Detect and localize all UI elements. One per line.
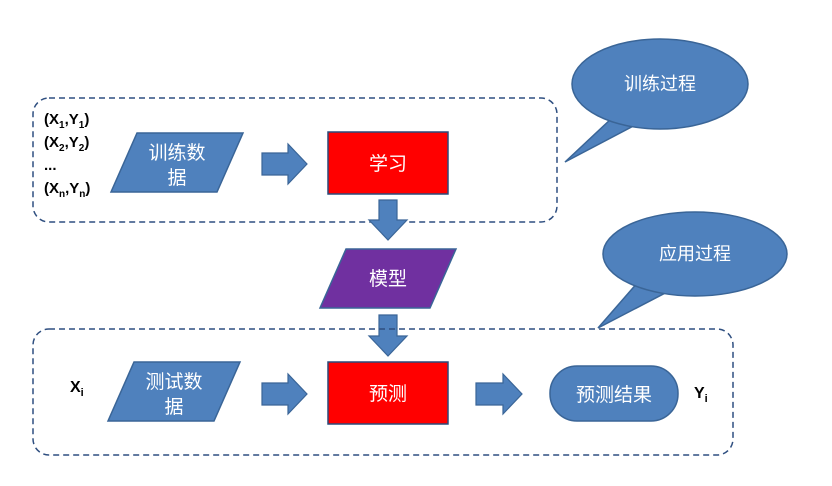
training-sample-2: (X2,Y2)	[44, 134, 89, 154]
sample-1-y-sub: 1	[79, 120, 85, 131]
training-sample-1: (X1,Y1)	[44, 111, 89, 131]
prediction-result-node: 预测结果	[549, 365, 679, 422]
input-var-base: X	[70, 379, 81, 396]
test-data-node: 测试数 据	[106, 361, 242, 422]
learn-node: 学习	[327, 131, 449, 195]
training-process-region	[32, 97, 558, 223]
prediction-result-box	[549, 365, 679, 422]
sample-n-x-sub: n	[59, 189, 65, 200]
arrow-right-icon	[261, 372, 308, 416]
predict-label: 预测	[369, 383, 407, 405]
arrow-right-icon	[475, 372, 523, 416]
application-process-region	[32, 328, 734, 456]
training-data-node: 训练数 据	[109, 132, 245, 193]
test-data-label-line1: 测试数	[145, 371, 202, 393]
training-callout-label: 训练过程	[624, 74, 696, 95]
model-shape	[318, 248, 458, 309]
predict-node: 预测	[327, 361, 449, 425]
application-callout-label: 应用过程	[659, 244, 731, 265]
arrow-down-icon	[367, 314, 409, 357]
training-sample-n: (Xn,Yn)	[44, 180, 90, 200]
training-data-label-line2: 据	[167, 167, 186, 189]
training-data-label-line1: 训练数	[148, 142, 205, 164]
sample-2-x-sub: 2	[59, 143, 65, 154]
output-variable: Yi	[694, 385, 708, 405]
sample-2-y-sub: 2	[79, 143, 85, 154]
training-process-callout: 训练过程	[564, 38, 749, 163]
test-data-shape	[106, 361, 242, 422]
learn-label: 学习	[369, 153, 407, 175]
input-variable: Xi	[70, 379, 84, 399]
test-data-label-line2: 据	[164, 396, 183, 418]
training-samples-list: (X1,Y1) (X2,Y2) ... (Xn,Yn)	[44, 111, 90, 200]
predict-box	[327, 361, 449, 425]
training-sample-ellipsis: ...	[44, 157, 57, 174]
model-node: 模型	[318, 248, 458, 309]
prediction-result-label: 预测结果	[576, 384, 652, 406]
application-process-callout: 应用过程	[597, 211, 788, 329]
output-var-sub: i	[705, 393, 708, 405]
training-data-shape	[109, 132, 245, 193]
application-callout-bubble	[602, 211, 788, 297]
model-label: 模型	[369, 268, 407, 290]
sample-n-y-sub: n	[79, 189, 85, 200]
learn-box	[327, 131, 449, 195]
sample-1-x-sub: 1	[59, 120, 65, 131]
input-var-sub: i	[81, 387, 84, 399]
training-callout-bubble	[571, 38, 749, 130]
arrow-down-icon	[367, 199, 409, 241]
output-var-base: Y	[694, 385, 705, 402]
arrow-right-icon	[261, 142, 308, 186]
